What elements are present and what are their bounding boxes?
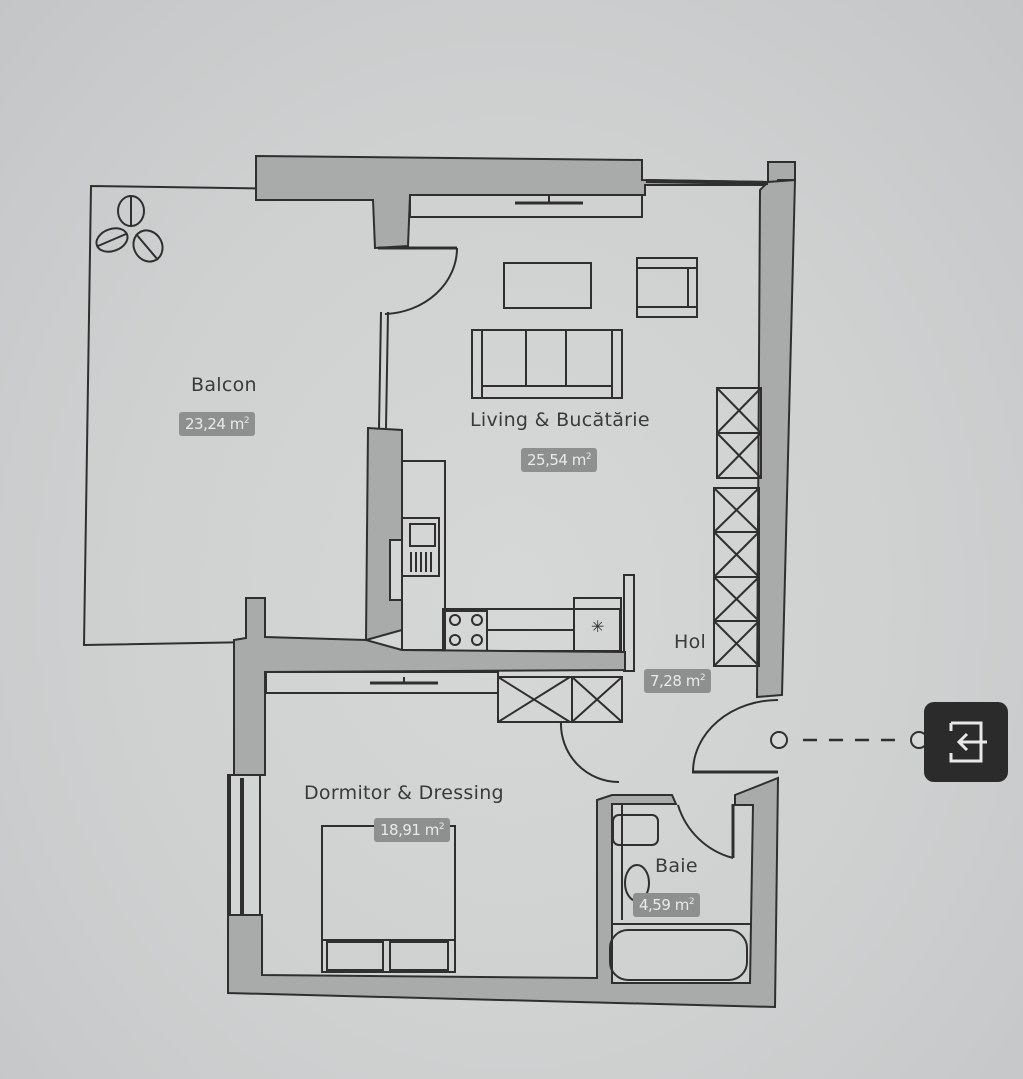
coffee-table <box>503 262 592 309</box>
area-badge-dormitor: 18,91 m2 <box>374 818 451 842</box>
area-badge-balcon: 23,24 m2 <box>179 412 256 436</box>
area-unit: m <box>229 415 245 433</box>
sofa <box>471 329 623 399</box>
area-value: 18,91 <box>380 821 421 839</box>
area-unit-exp: 2 <box>438 822 445 832</box>
entrance-button[interactable] <box>924 702 1008 782</box>
room-name-dormitor: Dormitor & Dressing <box>304 782 504 804</box>
bed <box>321 825 456 973</box>
balcony-outline <box>82 184 373 647</box>
area-unit-exp: 2 <box>688 897 695 907</box>
svg-text:✳: ✳ <box>591 617 604 636</box>
area-unit: m <box>685 672 701 690</box>
area-unit: m <box>674 896 690 914</box>
plant-icon <box>95 195 164 263</box>
area-unit: m <box>571 451 587 469</box>
area-unit-exp: 2 <box>585 452 592 462</box>
area-value: 4,59 <box>639 896 671 914</box>
room-name-balcon: Balcon <box>191 374 257 396</box>
area-unit-exp: 2 <box>699 673 706 683</box>
area-value: 25,54 <box>527 451 568 469</box>
room-name-hol: Hol <box>674 631 707 653</box>
sink-bath <box>612 814 659 846</box>
room-name-baie: Baie <box>655 855 698 877</box>
area-badge-baie: 4,59 m2 <box>633 893 701 917</box>
area-badge-hol: 7,28 m2 <box>644 669 712 693</box>
entrance-point <box>770 731 788 749</box>
bathtub <box>609 929 748 981</box>
area-unit-exp: 2 <box>243 416 250 426</box>
room-name-living: Living & Bucătărie <box>470 409 650 431</box>
wall-bottom <box>227 774 780 1009</box>
wall-right <box>755 178 797 699</box>
area-badge-living: 25,54 m2 <box>521 448 598 472</box>
area-value: 23,24 <box>185 415 226 433</box>
wall-kitchen-left <box>364 426 403 642</box>
sink <box>401 517 440 577</box>
wardrobe-hol <box>713 387 762 667</box>
area-value: 7,28 <box>650 672 682 690</box>
area-unit: m <box>424 821 440 839</box>
armchair <box>636 257 698 318</box>
wall-middle <box>233 597 626 776</box>
entrance-door-icon <box>949 721 987 763</box>
